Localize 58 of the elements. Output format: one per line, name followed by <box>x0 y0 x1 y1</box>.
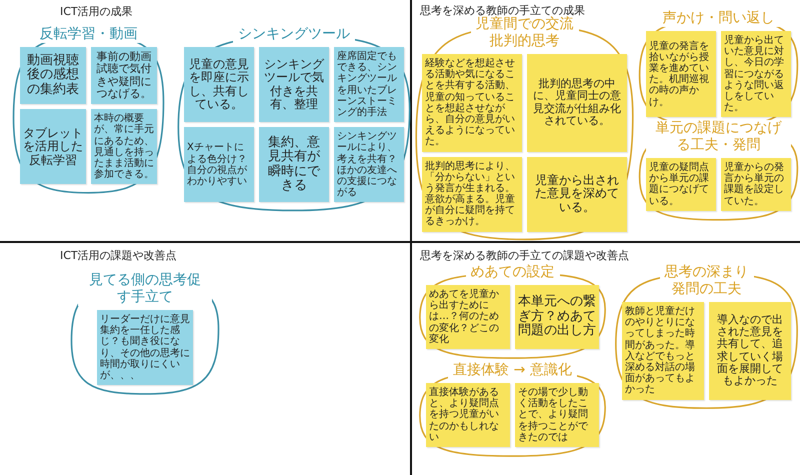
note-text: 児童の疑問点から単元の課題につなげている。 <box>649 162 710 207</box>
group-heading: 児童間での交流 <box>470 16 578 33</box>
sticky-note <box>259 127 329 202</box>
group-heading: シンキングツール <box>233 26 355 43</box>
group-heading: めあての設定 <box>466 264 560 281</box>
note-text: 児童から出ていた意見に対し、今日の学習につながるような問い返しをしていた。 <box>724 35 785 114</box>
group-heading: 見てる側の思考促す手立て <box>78 272 212 306</box>
note-text: シンキングツールで気付きを共有、整理 <box>263 58 326 112</box>
sticky-note <box>20 109 86 184</box>
note-text: 動画視聴後の感想の集約表 <box>26 54 80 98</box>
sticky-note <box>721 31 791 118</box>
note-text: 児童からの発言から単元の課題を設定していた。 <box>724 162 785 207</box>
sticky-note <box>184 127 254 202</box>
note-text: 児童から出された意見を深めている。 <box>534 174 620 214</box>
sticky-note <box>622 302 704 400</box>
sticky-note <box>334 47 404 122</box>
note-text: シンキングツールにより、考えを共有？ほかの友達への支援につながる <box>337 131 398 198</box>
section-title: ICT活用の課題や改善点 <box>60 248 177 263</box>
sticky-note <box>422 54 522 152</box>
note-text: Xチャートによる色分け？自分の視点がわかりやすい <box>187 142 248 188</box>
group-heading: 思考の深まり <box>660 264 754 281</box>
note-text: 事前の動画試聴で気付きや疑問につなげる。 <box>96 51 152 100</box>
group-heading: 単元の課題につなげる工夫・発問 <box>646 120 791 154</box>
group-heading: 直接体験 → 意識化 <box>448 362 577 379</box>
sticky-note <box>334 127 404 202</box>
section-title: 思考を深める教師の手立ての成果 <box>420 3 585 17</box>
note-text: 座席固定でもできる、シンキングツールを用いたブレーンストーミング的手法 <box>337 51 398 118</box>
note-text: その場で少し動く活動をしたことで、より疑問を持つことができたのでは <box>518 387 589 443</box>
sticky-note <box>20 47 86 104</box>
section-title: ICT活用の成果 <box>60 4 133 19</box>
note-text: 経験などを想起させる活動や気になることを共有する活動、児童の知っていることを想起させながら、自分の意見がいえるようになっていた。 <box>425 58 516 148</box>
section-title: 思考を深める教師の手立ての課題や改善点 <box>420 248 629 263</box>
sticky-note <box>646 158 716 211</box>
note-text: 批判的思考により、「分からない」という発言が生まれる。意欲が高まる。児童が自分に疑問を持てるきっかけ。 <box>425 160 516 228</box>
sticky-note <box>527 54 627 152</box>
sticky-note <box>259 47 329 122</box>
note-text: めあてを児童から出すためには…？何のための変化？どこの変化 <box>429 289 500 345</box>
sticky-note <box>515 285 599 349</box>
note-text: 導入なので出された意見を共有して、追求していく場面を展開してもよかった <box>716 314 784 388</box>
note-text: 集約、意見共有が瞬時にできる <box>267 136 322 194</box>
sticky-note <box>184 47 254 122</box>
sticky-note <box>721 158 791 211</box>
note-text: 直接体験があると、より疑問点を持つ児童がいたのかもしれない <box>429 387 500 443</box>
sticky-note <box>422 156 522 232</box>
sticky-note <box>426 383 510 447</box>
sticky-note <box>709 302 791 400</box>
note-text: 批判的思考の中に、児童同士の意見交流が仕組み化されている。 <box>532 78 622 128</box>
note-text: 児童の発言を拾いながら授業を進めていた。机間巡視の時の声かけ。 <box>649 40 710 108</box>
note-text: 本時の概要が、常に手元にあるため、見通しを持ったまま活動に参加できる。 <box>94 113 154 180</box>
note-text: タブレットを活用した反転学習 <box>23 126 83 167</box>
note-text: リーダーだけに意見集約を一任した感じ？も聞き役になり、その他の思考に時間が取りにくいが、、、 <box>100 314 190 382</box>
note-text: 本単元への繋ぎ方？めあて問題の出し方 <box>518 295 596 339</box>
sticky-note <box>527 156 627 232</box>
sticky-note <box>426 285 510 349</box>
sticky-note <box>646 31 716 118</box>
note-text: 教師と児童だけのやりとりになってしまった時間があった。導入などでもっと深める対話の場面があってもよかった <box>625 306 696 396</box>
note-text: 児童の意見を即座に示し、共有している。 <box>188 58 250 112</box>
sticky-note <box>515 383 599 447</box>
